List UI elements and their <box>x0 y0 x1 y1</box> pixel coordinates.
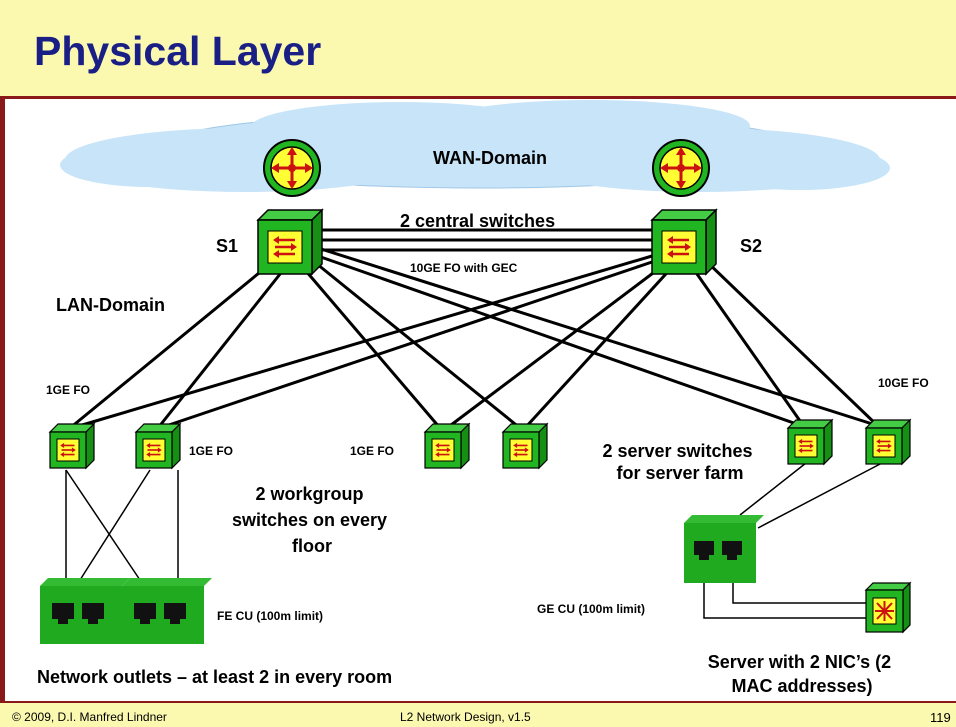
server-switch-icon <box>786 418 834 466</box>
workgroup-line1: 2 workgroup <box>255 484 363 504</box>
footer-course: L2 Network Design, v1.5 <box>400 710 531 724</box>
left-border <box>0 96 5 701</box>
network-outlet-icon <box>122 578 212 644</box>
uplink-label: 10GE FO with GEC <box>410 261 518 275</box>
server-switch-icon <box>864 418 912 466</box>
central-switch-s2-icon <box>650 208 718 276</box>
s1-label: S1 <box>216 236 238 256</box>
wan-cloud <box>60 100 890 192</box>
page-number: 119 <box>930 710 951 725</box>
slide-title: Physical Layer <box>34 28 322 74</box>
server-switches-line1: 2 server switches <box>602 441 752 461</box>
uplink-links <box>69 246 886 430</box>
lan-domain-label: LAN-Domain <box>56 295 165 315</box>
ge-fo-label-mid-left: 1GE FO <box>189 444 233 458</box>
workgroup-label: 2 workgroup switches on every floor <box>232 484 392 556</box>
tenge-fo-label: 10GE FO <box>878 376 929 390</box>
network-outlet-icon <box>40 578 130 644</box>
s2-label: S2 <box>740 236 762 256</box>
server-switches-label: 2 server switches for server farm <box>602 441 757 483</box>
footer-copyright: © 2009, D.I. Manfred Lindner <box>12 710 167 724</box>
footer-bar: © 2009, D.I. Manfred Lindner L2 Network … <box>0 701 956 727</box>
workgroup-line3: floor <box>292 536 332 556</box>
central-switch-s1-icon <box>256 208 324 276</box>
server-label: Server with 2 NIC’s (2 MAC addresses) <box>708 652 896 696</box>
ge-fo-label-mid: 1GE FO <box>350 444 394 458</box>
server-switches-line2: for server farm <box>616 463 743 483</box>
server-icon <box>864 581 912 634</box>
workgroup-line2: switches on every <box>232 510 387 530</box>
workgroup-switch-icon <box>48 422 96 470</box>
router-icon <box>263 139 321 197</box>
network-outlet-icon <box>684 515 764 583</box>
workgroup-switch-icon <box>134 422 182 470</box>
wan-domain-label: WAN-Domain <box>433 148 547 168</box>
workgroup-switch-icon <box>501 422 549 470</box>
ge-fo-label-left: 1GE FO <box>46 383 90 397</box>
server-line2: MAC addresses) <box>731 676 872 696</box>
server-line1: Server with 2 NIC’s (2 <box>708 652 891 672</box>
central-switches-label: 2 central switches <box>400 211 555 231</box>
router-icon <box>652 139 710 197</box>
fe-cu-label: FE CU (100m limit) <box>217 609 323 623</box>
central-trunk-links <box>318 228 652 252</box>
title-bar: Physical Layer <box>0 0 956 99</box>
ge-cu-label: GE CU (100m limit) <box>537 602 645 616</box>
workgroup-switch-icon <box>423 422 471 470</box>
outlets-label: Network outlets – at least 2 in every ro… <box>37 667 392 687</box>
